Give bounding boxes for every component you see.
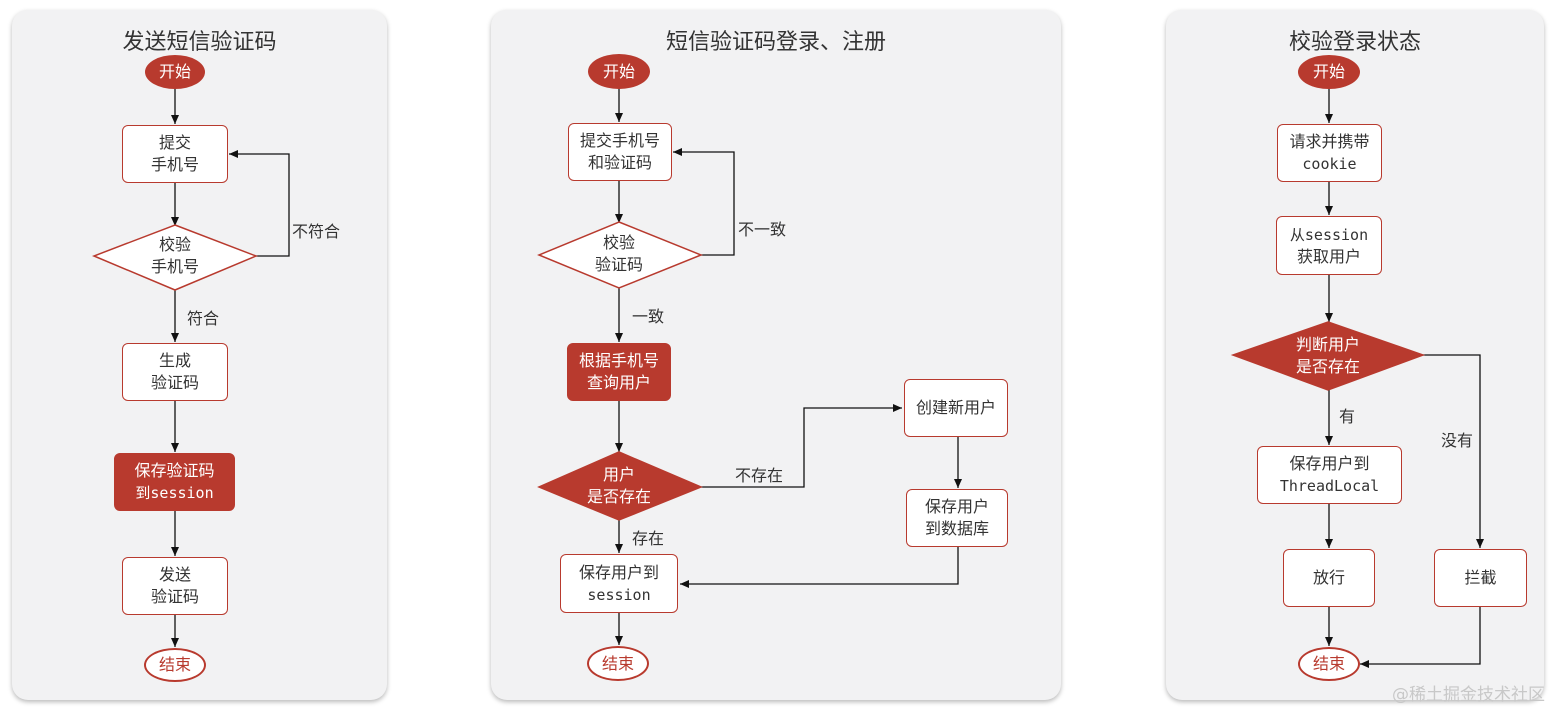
start-node: 开始 bbox=[588, 54, 650, 89]
end-node: 结束 bbox=[144, 648, 206, 682]
judge-user-diamond bbox=[1230, 321, 1426, 391]
send-code-label: 发送 验证码 bbox=[150, 565, 199, 606]
pass-node: 放行 bbox=[1283, 549, 1375, 607]
query-user-label: 根据手机号 查询用户 bbox=[578, 351, 659, 392]
end-label: 结束 bbox=[158, 655, 191, 674]
submit-phone-code-label: 提交手机号 和验证码 bbox=[579, 131, 660, 172]
end-node: 结束 bbox=[587, 646, 649, 681]
edge-label-none: 没有 bbox=[1441, 431, 1474, 450]
panel-title: 校验登录状态 bbox=[1288, 30, 1421, 55]
edge-label-has: 有 bbox=[1339, 407, 1356, 426]
create-user-label: 创建新用户 bbox=[915, 398, 996, 417]
user-exists-diamond bbox=[537, 451, 703, 521]
verify-code-diamond bbox=[537, 221, 704, 289]
start-label: 开始 bbox=[602, 61, 635, 81]
edge-label-not-exist: 不存在 bbox=[735, 466, 784, 485]
create-user-node: 创建新用户 bbox=[904, 379, 1008, 437]
edge-label-match: 符合 bbox=[187, 309, 220, 328]
save-threadlocal-label-line2: ThreadLocal bbox=[1279, 477, 1380, 495]
start-label: 开始 bbox=[1312, 62, 1345, 81]
end-label: 结束 bbox=[1312, 654, 1345, 673]
query-user-node: 根据手机号 查询用户 bbox=[567, 343, 671, 401]
fetch-user-session-node: 从session 获取用户 bbox=[1276, 216, 1382, 275]
end-node: 结束 bbox=[1298, 647, 1360, 681]
start-node: 开始 bbox=[145, 55, 205, 89]
save-code-node: 保存验证码 到session bbox=[114, 453, 235, 511]
start-label: 开始 bbox=[158, 62, 191, 81]
save-threadlocal-label-line1: 保存用户到 bbox=[1289, 454, 1370, 473]
arrow-inconsistent-loop bbox=[673, 148, 735, 256]
user-exists-label: 用户 是否存在 bbox=[586, 465, 651, 506]
arrow-save-db-to-save-session bbox=[680, 547, 959, 588]
submit-phone-node: 提交 手机号 bbox=[122, 125, 228, 183]
pass-label: 放行 bbox=[1312, 568, 1345, 587]
edge-label-exist: 存在 bbox=[632, 529, 665, 548]
fetch-user-label-line2: 获取用户 bbox=[1296, 246, 1361, 266]
watermark: @稀土掘金技术社区 bbox=[1392, 685, 1545, 705]
edge-label-not-match: 不符合 bbox=[292, 222, 341, 241]
submit-phone-label: 提交 手机号 bbox=[150, 133, 199, 174]
panel-title: 发送短信验证码 bbox=[122, 30, 277, 55]
save-threadlocal-node: 保存用户到 ThreadLocal bbox=[1257, 446, 1402, 504]
edge-label-inconsistent: 不一致 bbox=[738, 220, 787, 239]
save-user-session-node: 保存用户到 session bbox=[560, 554, 678, 613]
save-to-db-label: 保存用户 到数据库 bbox=[924, 497, 989, 538]
start-node: 开始 bbox=[1298, 55, 1360, 89]
send-code-node: 发送 验证码 bbox=[122, 557, 228, 615]
save-user-session-label-line1: 保存用户到 bbox=[578, 562, 659, 582]
end-label: 结束 bbox=[601, 653, 634, 673]
generate-code-label: 生成 验证码 bbox=[150, 351, 199, 392]
edge-label-consistent: 一致 bbox=[632, 307, 665, 326]
request-cookie-label-line2: cookie bbox=[1302, 155, 1357, 173]
generate-code-node: 生成 验证码 bbox=[122, 343, 228, 401]
request-cookie-node: 请求并携带 cookie bbox=[1277, 124, 1382, 182]
save-code-label-line2: 到session bbox=[135, 484, 214, 502]
arrow-not-exist-to-create bbox=[701, 404, 902, 488]
judge-user-label: 判断用户 是否存在 bbox=[1295, 335, 1360, 376]
panel-title: 短信验证码登录、注册 bbox=[665, 30, 886, 55]
verify-phone-diamond bbox=[91, 224, 259, 291]
save-user-session-label-line2: session bbox=[587, 585, 651, 604]
arrow-none-to-intercept bbox=[1423, 354, 1484, 548]
verify-phone-label: 校验 手机号 bbox=[150, 235, 199, 276]
request-cookie-label-line1: 请求并携带 bbox=[1289, 132, 1370, 151]
submit-phone-code-node: 提交手机号 和验证码 bbox=[568, 123, 672, 181]
save-code-label-line1: 保存验证码 bbox=[134, 461, 215, 480]
save-to-db-node: 保存用户 到数据库 bbox=[906, 489, 1008, 547]
intercept-node: 拦截 bbox=[1434, 549, 1527, 607]
intercept-label: 拦截 bbox=[1464, 568, 1497, 587]
verify-code-label: 校验 验证码 bbox=[594, 233, 643, 274]
arrow-not-match-loop bbox=[229, 150, 290, 257]
fetch-user-label-line1: 从session bbox=[1289, 225, 1369, 244]
arrow-intercept-to-end bbox=[1360, 607, 1481, 668]
